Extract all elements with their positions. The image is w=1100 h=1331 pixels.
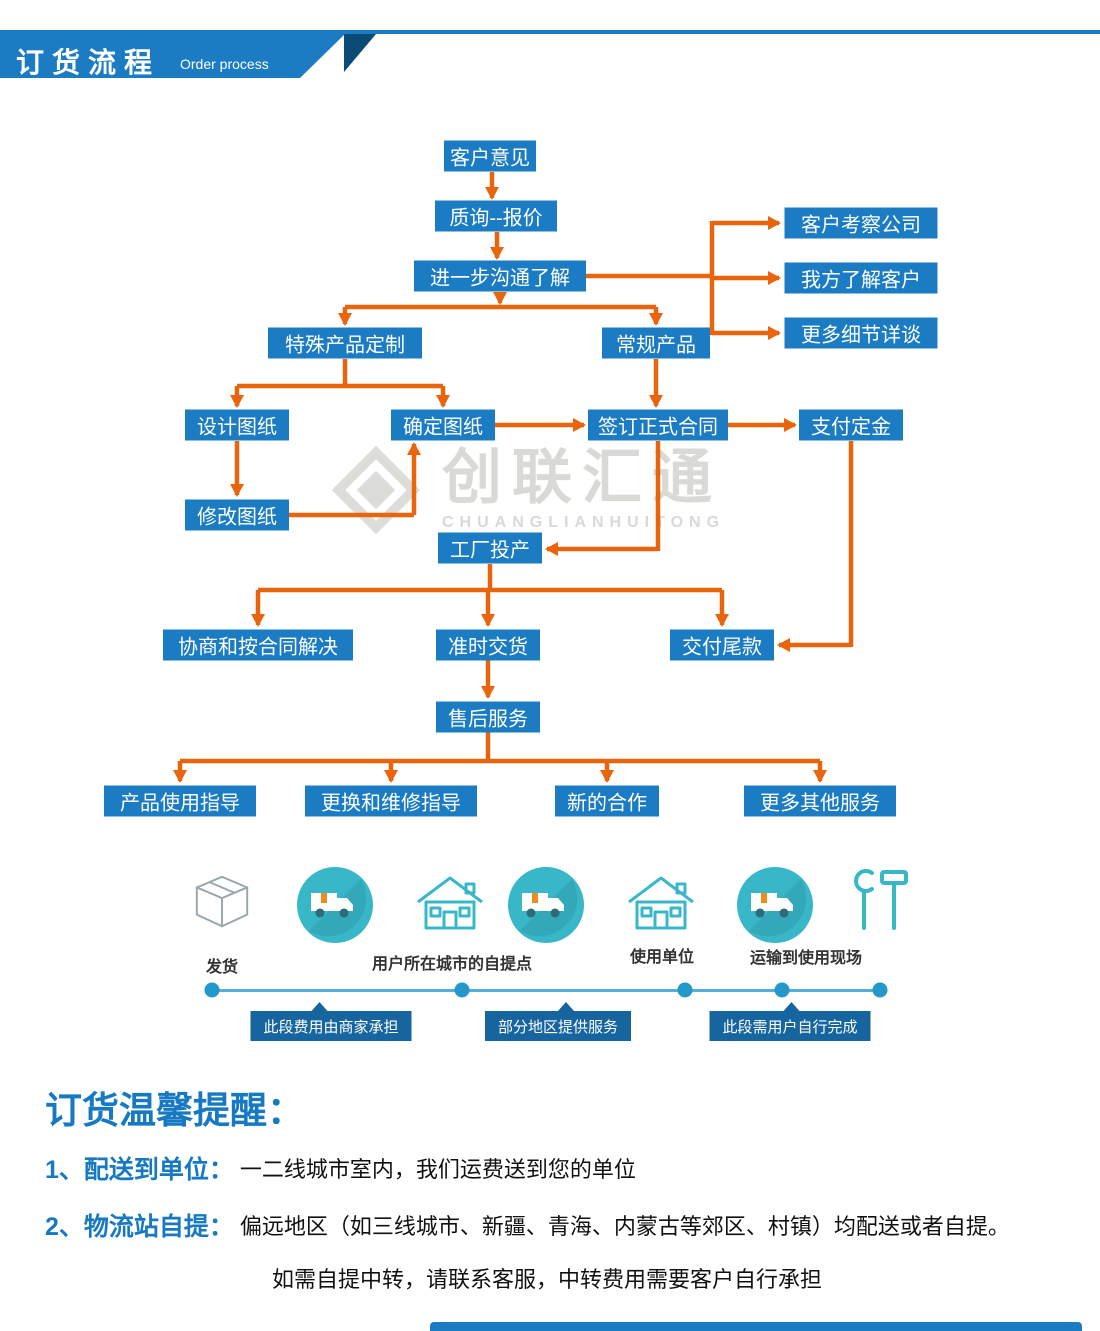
pickup-house-icon (417, 876, 483, 930)
transport-label: 运输到使用现场 (749, 950, 863, 967)
timeline-tag-user-complete: 此段需用户自行完成 (709, 1002, 871, 1041)
timeline-dot (454, 982, 470, 998)
reminder-title: 订货温馨提醒： (45, 1090, 304, 1131)
timeline-dot (872, 982, 888, 998)
pickup-label: 用户所在城市的自提点 (371, 956, 533, 973)
flow-node-on-time-delivery: 准时交货 (436, 629, 540, 661)
flow-node-design-drawing: 设计图纸 (185, 409, 289, 441)
tools-wrench-hammer-icon (854, 869, 908, 930)
timeline (212, 989, 880, 992)
flow-node-new-cooperation: 新的合作 (555, 785, 659, 817)
flow-node-know-customer: 我方了解客户 (784, 262, 938, 294)
unit-label: 使用单位 (629, 949, 695, 966)
reminder-item-text: 偏远地区（如三线城市、新疆、青海、内蒙古等郊区、村镇）均配送或者自提。 (239, 1214, 1010, 1239)
brand-watermark: 创联汇通 CHUANGLIANHUITONG (328, 442, 725, 538)
page-title: 订货流程 (16, 47, 161, 78)
reminder-item-label: 2、物流站自提： (45, 1213, 234, 1241)
flow-node-special-custom: 特殊产品定制 (268, 327, 422, 359)
timeline-tag-partial-service: 部分地区提供服务 (484, 1002, 632, 1041)
header-banner: 订货流程 Order process (0, 34, 345, 78)
flow-node-inquiry-quote: 质询--报价 (435, 200, 557, 232)
timeline-dot (677, 982, 693, 998)
reminder-note: 如需自提中转，请联系客服，中转费用需要客户自行承担 (272, 1267, 823, 1292)
bottom-decoration-bar (430, 1322, 1082, 1331)
delivery-truck-icon (737, 867, 813, 943)
flow-node-factory-start: 工厂投产 (438, 532, 542, 564)
reminder-item-text: 一二线城市室内，我们运费送到您的单位 (239, 1157, 636, 1182)
timeline-dot (204, 982, 220, 998)
flow-node-after-sales: 售后服务 (436, 701, 540, 733)
flow-node-regular-product: 常规产品 (602, 327, 710, 359)
flow-node-visit-company: 客户考察公司 (784, 207, 938, 239)
diamond-logo-icon (331, 445, 421, 535)
flow-node-more-services: 更多其他服务 (744, 785, 896, 817)
user-house-icon (628, 876, 694, 930)
header-topline (0, 30, 1100, 34)
reminder-item-delivery: 1、配送到单位： 一二线城市室内，我们运费送到您的单位 (45, 1150, 636, 1186)
brand-name: 创联汇通 (442, 444, 722, 511)
delivery-truck-icon (508, 867, 584, 943)
flow-node-communicate: 进一步沟通了解 (414, 260, 586, 292)
tag-pointer (311, 1002, 328, 1011)
flow-node-repair-guide: 更换和维修指导 (305, 785, 477, 817)
tag-pointer (783, 1002, 800, 1011)
flow-node-more-details: 更多细节详谈 (784, 317, 938, 349)
tag-label: 部分地区提供服务 (497, 1018, 619, 1036)
flow-node-confirm-drawing: 确定图纸 (391, 409, 495, 441)
timeline-tag-merchant-cost: 此段费用由商家承担 (250, 1002, 412, 1041)
reminder-item-pickup: 2、物流站自提： 偏远地区（如三线城市、新疆、青海、内蒙古等郊区、村镇）均配送或… (45, 1207, 1010, 1243)
package-box-icon (195, 875, 249, 928)
flow-arrows (173, 172, 854, 783)
tag-label: 此段需用户自行完成 (722, 1018, 858, 1036)
page-subtitle: Order process (180, 56, 269, 72)
flow-node-modify-drawing: 修改图纸 (185, 499, 289, 531)
flow-node-pay-balance: 交付尾款 (670, 629, 774, 661)
flow-node-sign-contract: 签订正式合同 (588, 409, 728, 441)
tag-pointer (557, 1002, 574, 1011)
brand-name-en: CHUANGLIANHUITONG (442, 514, 726, 531)
flow-node-negotiate: 协商和按合同解决 (163, 629, 353, 661)
tag-label: 此段费用由商家承担 (263, 1018, 399, 1036)
reminder-item-label: 1、配送到单位： (45, 1156, 234, 1184)
flow-node-customer-opinion: 客户意见 (444, 140, 536, 172)
ship-label: 发货 (205, 959, 239, 976)
flow-node-pay-deposit: 支付定金 (799, 409, 903, 441)
flow-node-usage-guide: 产品使用指导 (104, 785, 256, 817)
delivery-truck-icon (297, 867, 373, 943)
timeline-dot (774, 982, 790, 998)
